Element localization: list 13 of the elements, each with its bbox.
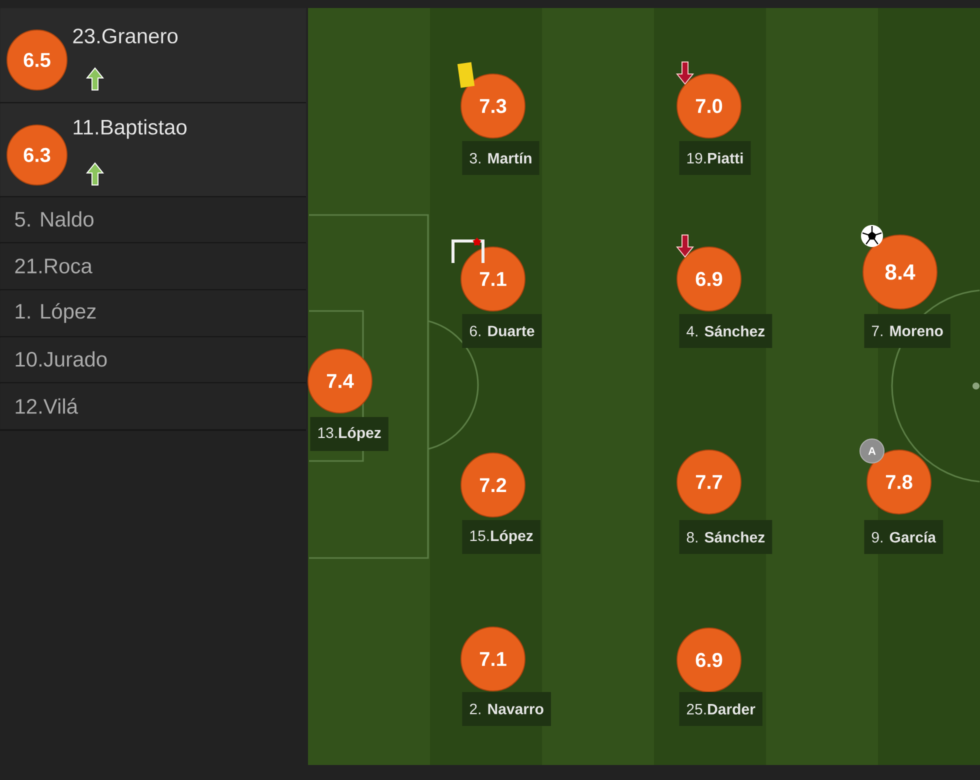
list-row: 21.Roca	[0, 243, 306, 291]
node-label: 5. Naldo	[15, 211, 94, 227]
node-label: 12.Vilá	[16, 398, 78, 414]
list-row: 1. López	[0, 290, 306, 338]
rating-badge: 6.5	[6, 30, 68, 90]
list-row: 10.Jurado	[0, 337, 306, 384]
list-row: 12.Vilá	[0, 383, 306, 431]
node-label: 21.Roca	[15, 258, 92, 274]
list-row: 5. Naldo	[0, 197, 306, 244]
node-label: 10.Jurado	[16, 351, 107, 367]
node-label: 11.Baptistao	[74, 119, 186, 139]
node-label: 1. López	[16, 303, 96, 323]
rating-badge: 6.3	[6, 124, 68, 186]
